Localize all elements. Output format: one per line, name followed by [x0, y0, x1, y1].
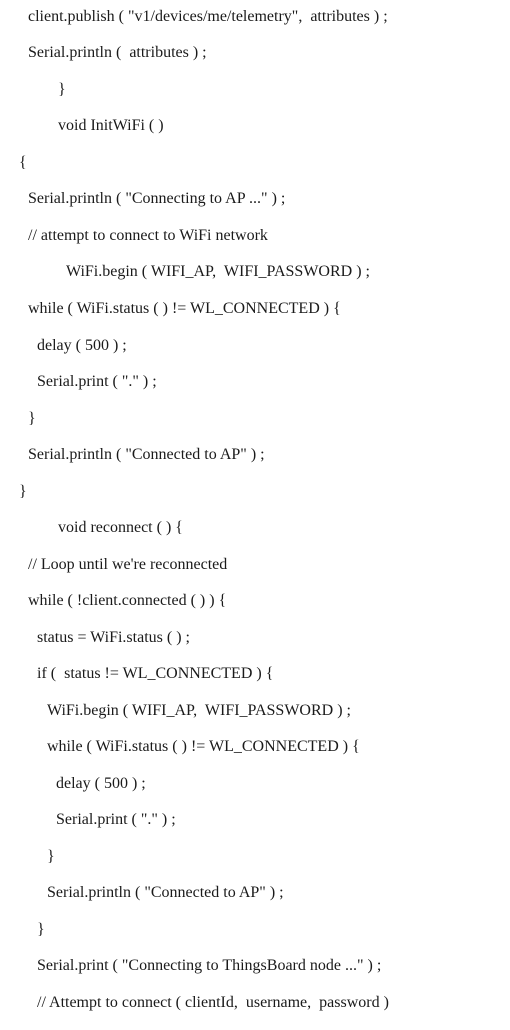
code-line-7: // attempt to connect to WiFi network	[28, 227, 268, 244]
code-line-8: WiFi.begin ( WIFI_AP, WIFI_PASSWORD ) ;	[66, 263, 370, 280]
code-line-28: // Attempt to connect ( clientId, userna…	[37, 994, 389, 1011]
code-line-25: Serial.println ( "Connected to AP" ) ;	[47, 884, 284, 901]
code-line-13: Serial.println ( "Connected to AP" ) ;	[28, 446, 265, 463]
code-line-19: if ( status != WL_CONNECTED ) {	[37, 665, 274, 682]
code-line-24: }	[47, 848, 55, 865]
code-line-27: Serial.print ( "Connecting to ThingsBoar…	[37, 957, 382, 974]
code-line-5: {	[19, 154, 27, 171]
code-line-12: }	[28, 410, 36, 427]
code-line-15: void reconnect ( ) {	[58, 519, 183, 536]
code-line-20: WiFi.begin ( WIFI_AP, WIFI_PASSWORD ) ;	[47, 702, 351, 719]
code-line-16: // Loop until we're reconnected	[28, 556, 228, 573]
code-line-6: Serial.println ( "Connecting to AP ..." …	[28, 190, 286, 207]
code-line-26: }	[37, 921, 45, 938]
code-line-22: delay ( 500 ) ;	[56, 775, 146, 792]
code-line-4: void InitWiFi ( )	[58, 117, 164, 134]
code-line-3: }	[58, 81, 66, 98]
code-line-14: }	[19, 483, 27, 500]
code-line-11: Serial.print ( "." ) ;	[37, 373, 157, 390]
code-line-21: while ( WiFi.status ( ) != WL_CONNECTED …	[47, 738, 360, 755]
code-line-2: Serial.println ( attributes ) ;	[28, 44, 207, 61]
code-line-17: while ( !client.connected ( ) ) {	[28, 592, 227, 609]
code-line-10: delay ( 500 ) ;	[37, 337, 127, 354]
code-line-23: Serial.print ( "." ) ;	[56, 811, 176, 828]
code-line-18: status = WiFi.status ( ) ;	[37, 629, 190, 646]
code-line-1: client.publish ( "v1/devices/me/telemetr…	[28, 8, 388, 25]
code-line-9: while ( WiFi.status ( ) != WL_CONNECTED …	[28, 300, 341, 317]
